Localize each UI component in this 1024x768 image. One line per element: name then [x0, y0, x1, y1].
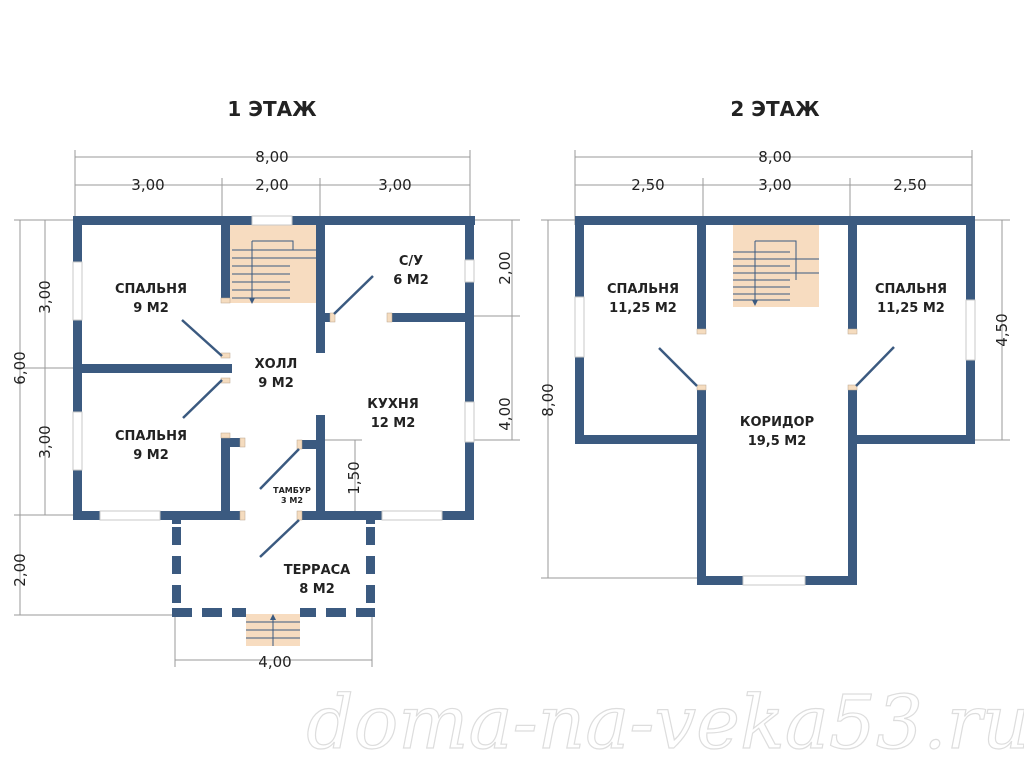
floor1-stairs: [230, 225, 318, 303]
dim-f1-terrace-depth: 2,00: [11, 553, 29, 586]
room-kitchen-area: 12 М2: [371, 416, 416, 431]
window: [742, 575, 806, 586]
dim-f2-right: 4,50: [993, 313, 1011, 346]
room-hall-name: ХОЛЛ: [255, 357, 298, 372]
dim-f2-left-total: 8,00: [539, 383, 557, 416]
dim-f1-terrace-width: 4,00: [258, 653, 291, 671]
dim-f1-total-width: 8,00: [255, 148, 288, 166]
window: [381, 510, 443, 521]
floor2-dimensions: 8,00 2,50 3,00 2,50 8,00 4,50: [539, 148, 1011, 579]
dim-f2-seg3: 2,50: [893, 176, 926, 194]
watermark: doma-na-veka53.ru: [306, 680, 1024, 766]
dim-f2-seg2: 3,00: [758, 176, 791, 194]
window: [574, 296, 585, 358]
window: [251, 215, 293, 226]
window: [965, 299, 976, 361]
floor2-title: 2 ЭТАЖ: [730, 97, 820, 121]
floor1-dimensions: 8,00 3,00 2,00 3,00 6,00 3,00 3,00 2,00 …: [11, 148, 520, 671]
room-bedroom2-name: СПАЛЬНЯ: [115, 429, 187, 444]
window: [99, 510, 161, 521]
dim-f2-total-width: 8,00: [758, 148, 791, 166]
dim-f1-right-top: 2,00: [496, 251, 514, 284]
dim-f1-left-top: 3,00: [36, 280, 54, 313]
dim-f1-seg3: 3,00: [378, 176, 411, 194]
dim-f1-left-bottom: 3,00: [36, 425, 54, 458]
room-bathroom-area: 6 М2: [393, 273, 429, 288]
floor1-title: 1 ЭТАЖ: [227, 97, 317, 121]
room-bedroom2-area: 9 М2: [133, 448, 169, 463]
room-terrace-area: 8 М2: [299, 582, 335, 597]
floor1-room-labels: СПАЛЬНЯ 9 М2 СПАЛЬНЯ 9 М2 ХОЛЛ 9 М2 С/У …: [115, 254, 429, 597]
room-bedroom-right-name: СПАЛЬНЯ: [875, 282, 947, 297]
room-bedroom1-name: СПАЛЬНЯ: [115, 282, 187, 297]
room-bedroom-left-name: СПАЛЬНЯ: [607, 282, 679, 297]
window: [72, 261, 83, 321]
terrace-railing: [172, 527, 375, 617]
floor2-room-labels: СПАЛЬНЯ 11,25 М2 СПАЛЬНЯ 11,25 М2 КОРИДО…: [607, 282, 947, 449]
room-terrace-name: ТЕРРАСА: [284, 563, 350, 578]
floor1-walls: [72, 215, 475, 646]
dim-f1-seg2: 2,00: [255, 176, 288, 194]
dim-f2-seg1: 2,50: [631, 176, 664, 194]
dim-f1-tambur: 1,50: [345, 461, 363, 494]
room-hall-area: 9 М2: [258, 376, 294, 391]
room-corridor-area: 19,5 М2: [748, 434, 807, 449]
dim-f1-right-bottom: 4,00: [496, 397, 514, 430]
room-bedroom1-area: 9 М2: [133, 301, 169, 316]
window: [464, 259, 475, 283]
dim-f1-left-total: 6,00: [11, 351, 29, 384]
window: [72, 411, 83, 471]
window: [464, 401, 475, 443]
room-tambur-name: ТАМБУР: [273, 486, 311, 495]
room-kitchen-name: КУХНЯ: [367, 397, 419, 412]
floor2-walls: [574, 216, 976, 586]
dim-f1-seg1: 3,00: [131, 176, 164, 194]
room-tambur-area: 3 М2: [281, 496, 303, 505]
room-corridor-name: КОРИДОР: [740, 415, 814, 430]
room-bedroom-left-area: 11,25 М2: [609, 301, 677, 316]
room-bedroom-right-area: 11,25 М2: [877, 301, 945, 316]
room-bathroom-name: С/У: [399, 254, 423, 269]
